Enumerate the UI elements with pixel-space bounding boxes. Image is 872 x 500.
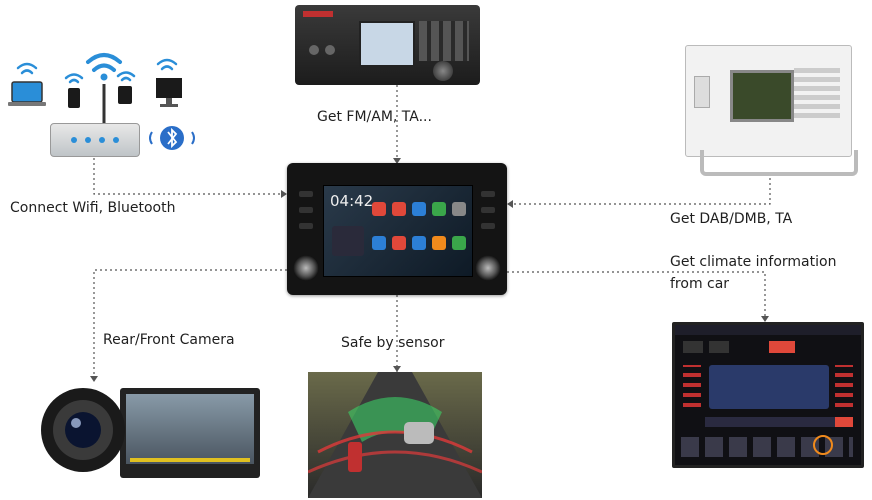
label-climate-line2: from car: [670, 276, 730, 292]
app-icon: [372, 236, 386, 250]
wire-climate: [507, 271, 766, 322]
tuning-knob: [475, 255, 501, 281]
phone-icon: [68, 88, 80, 108]
laptop-icon: [8, 81, 46, 106]
climate-control-panel: [672, 322, 864, 468]
router-icon: [50, 123, 140, 157]
label-sensor: Safe by sensor: [341, 335, 445, 351]
wifi-icon: [86, 53, 122, 72]
bluetooth-icon: [149, 126, 195, 150]
app-icon: [432, 236, 446, 250]
app-icon: [372, 202, 386, 216]
sensor-scene-image: [308, 372, 482, 498]
wire-wifi: [93, 158, 287, 195]
head-unit-clock: 04:42: [330, 192, 374, 210]
app-icon: [412, 202, 426, 216]
car-head-unit: 04:42: [287, 163, 507, 295]
wire-camera: [93, 269, 287, 382]
arrow-sensor: [393, 366, 401, 372]
app-icon: [452, 236, 466, 250]
app-icon: [392, 236, 406, 250]
wire-dab: [507, 178, 771, 205]
dab-tester-device: [685, 45, 852, 157]
label-dab: Get DAB/DMB, TA: [670, 211, 793, 227]
arrow-wifi: [281, 190, 287, 198]
wifi-bluetooth-devices: [0, 40, 210, 160]
label-wifi-bluetooth: Connect Wifi, Bluetooth: [10, 200, 176, 216]
fm-am-tester-device: [295, 5, 480, 85]
head-unit-screen: 04:42: [323, 185, 473, 277]
app-icon: [432, 202, 446, 216]
app-icon: [412, 236, 426, 250]
camera-lens-icon: [38, 380, 128, 480]
label-camera: Rear/Front Camera: [103, 332, 235, 348]
volume-knob: [293, 255, 319, 281]
label-fm-am: Get FM/AM, TA...: [317, 109, 432, 125]
camera-monitor: [120, 388, 260, 478]
arrow-fm: [393, 158, 401, 164]
app-icon: [452, 202, 466, 216]
app-icon: [392, 202, 406, 216]
arrow-climate: [761, 316, 769, 322]
arrow-dab: [507, 200, 513, 208]
arrow-camera: [90, 376, 98, 382]
label-climate-line1: Get climate information: [670, 254, 837, 270]
dab-tester-stand: [700, 150, 858, 176]
